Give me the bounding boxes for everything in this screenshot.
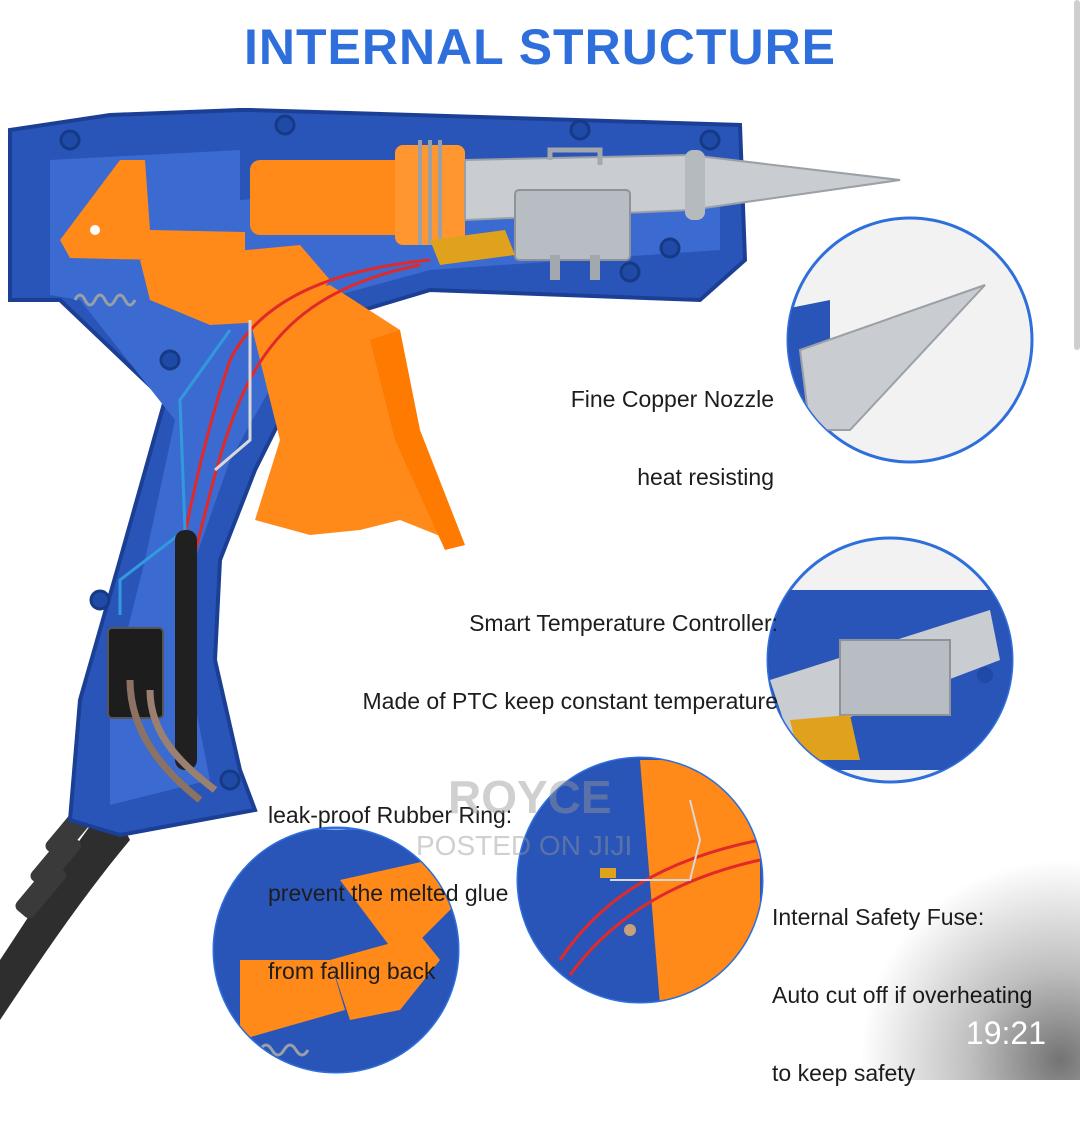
status-time: 19:21 (965, 1015, 1046, 1051)
fuse-callout-line2: Auto cut off if overheating (772, 982, 1033, 1008)
watermark-posted: POSTED ON JIJI (416, 830, 633, 861)
ring-callout-line3: from falling back (268, 958, 436, 984)
controller-callout-line1: Smart Temperature Controller: (469, 610, 778, 636)
fuse-callout-line1: Internal Safety Fuse: (772, 904, 985, 930)
fuse-callout: Internal Safety Fuse: Auto cut off if ov… (772, 852, 1032, 1138)
product-infographic: INTERNAL STRUCTURE (0, 0, 1080, 1086)
controller-callout: Smart Temperature Controller: Made of PT… (363, 558, 779, 766)
nozzle-callout: Fine Copper Nozzle heat resisting (571, 334, 774, 542)
controller-callout-line2: Made of PTC keep constant temperature (362, 688, 779, 714)
nozzle-callout-line1: Fine Copper Nozzle (570, 386, 774, 412)
nozzle-callout-line2: heat resisting (637, 464, 774, 490)
fuse-callout-line3: to keep safety (772, 1060, 916, 1086)
ring-callout-line2: prevent the melted glue (268, 880, 509, 906)
watermark-brand: ROYCE (448, 771, 612, 823)
